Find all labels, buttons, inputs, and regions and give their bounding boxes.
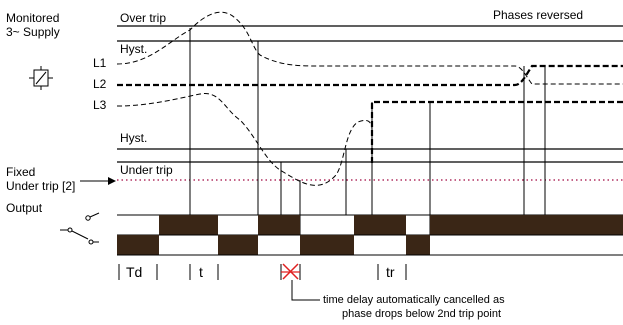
output-waveform-no [117,214,623,236]
tr-label: tr [386,264,395,280]
t-label: t [199,264,203,280]
note-line2: phase drops below 2nd trip point [342,308,501,320]
l1-curve [116,11,623,85]
phases-reversed-label: Phases reversed [493,8,583,22]
changeover-contact-icon [60,227,99,245]
normally-open-contact-icon [85,212,100,221]
fixed-label: Fixed [6,165,35,179]
td-label: Td [126,264,142,280]
l3-curve [116,93,373,186]
timing-brackets [118,264,407,280]
l2-curve [117,64,623,87]
l2-label: L2 [93,77,107,91]
monitored-label: Monitored [6,11,59,25]
supply-label: 3~ Supply [6,25,60,39]
event-markers [189,28,546,235]
l1-label: L1 [93,56,107,70]
under-trip-label: Under trip [120,163,173,177]
l3-label: L3 [93,98,107,112]
hyst-bottom-label: Hyst. [120,131,147,145]
hyst-top-label: Hyst. [120,42,147,56]
over-trip-label: Over trip [120,11,166,25]
output-label: Output [6,201,43,215]
l3-curve-recovered [370,100,623,163]
arrow-right-icon [80,177,116,185]
relay-coil-icon [29,66,53,90]
cancelled-delay-icon [280,263,320,301]
output-waveform-nc [117,235,623,256]
note-line1: time delay automatically cancelled as [323,294,505,306]
fixed-under-trip-label: Under trip [2] [6,179,75,193]
